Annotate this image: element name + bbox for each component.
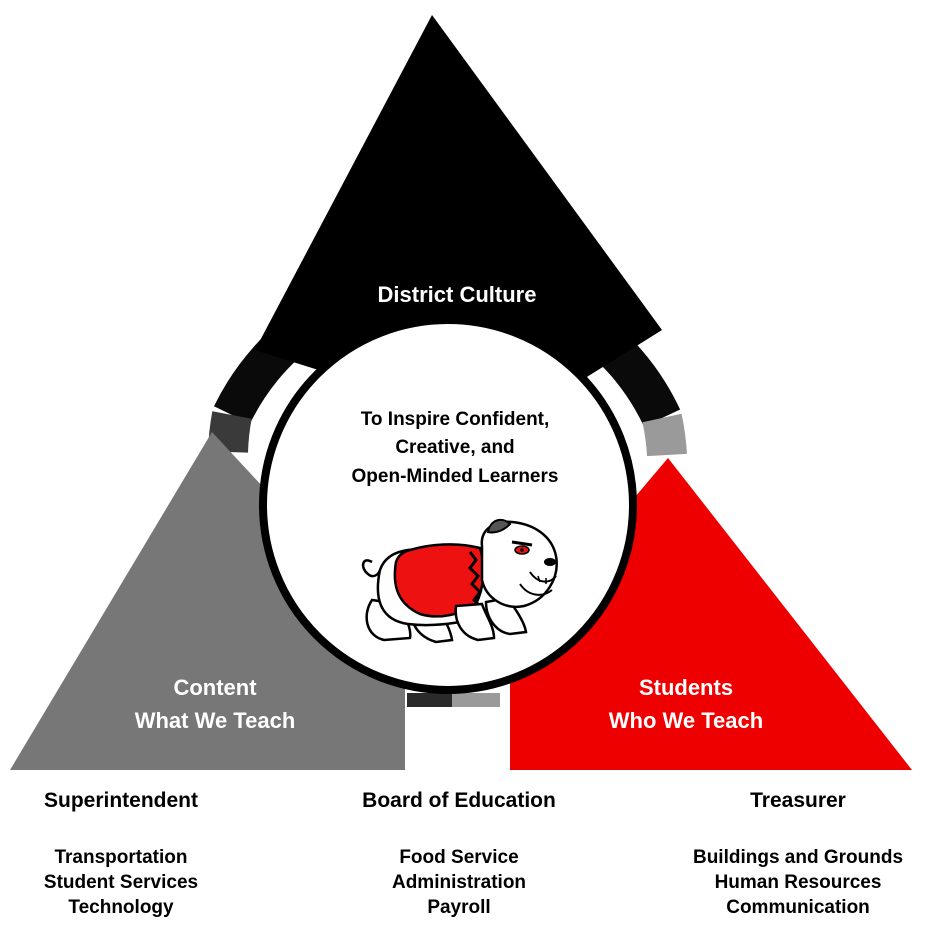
treasurer-column: Treasurer Buildings and Grounds Human Re… (648, 786, 933, 920)
who-we-teach-label: Who We Teach (609, 708, 763, 733)
top-triangle (255, 15, 662, 395)
column-item: Student Services (43, 872, 199, 893)
board-of-education-column: Board of Education Food Service Administ… (309, 786, 609, 920)
column-item: Human Resources (714, 872, 882, 893)
column-item: Payroll (427, 897, 491, 918)
superintendent-heading: Superintendent (43, 789, 198, 812)
mission-line-1: To Inspire Confident, (361, 409, 550, 430)
mission-line-3: Open-Minded Learners (352, 466, 559, 487)
ring-segment-right (642, 413, 687, 457)
superintendent-column: Superintendent Transportation Student Se… (0, 786, 271, 920)
column-item: Administration (391, 872, 527, 893)
left-triangle (10, 432, 405, 770)
content-label: Content (173, 675, 257, 700)
column-item: Technology (68, 897, 174, 918)
mission-line-2: Creative, and (395, 437, 514, 458)
board-of-education-heading: Board of Education (362, 789, 556, 812)
district-culture-label: District Culture (378, 282, 537, 307)
column-item: Transportation (54, 847, 188, 868)
what-we-teach-label: What We Teach (135, 708, 296, 733)
treasurer-heading: Treasurer (750, 789, 846, 812)
column-item: Food Service (399, 847, 519, 868)
students-label: Students (639, 675, 733, 700)
column-item: Communication (726, 897, 870, 918)
ring-segment-left (208, 411, 252, 453)
column-item: Buildings and Grounds (692, 847, 904, 868)
bulldog-mascot-icon (361, 518, 558, 644)
